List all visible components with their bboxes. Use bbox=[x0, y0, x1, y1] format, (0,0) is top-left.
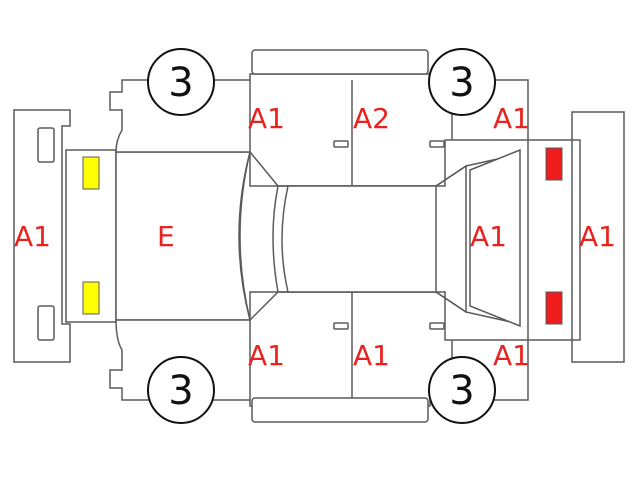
front-bumper-code: A1 bbox=[14, 220, 51, 253]
front-left-door-code: A1 bbox=[248, 102, 285, 135]
left-side-skirt bbox=[251, 49, 429, 75]
right-side-skirt bbox=[251, 397, 429, 423]
front-right-lamp bbox=[82, 281, 100, 315]
wheel-rear-right: 3 bbox=[428, 356, 496, 424]
hood-panel: E bbox=[115, 151, 251, 321]
trunk-panel: A1 bbox=[469, 148, 521, 328]
rear-right-quarter-code: A1 bbox=[493, 339, 530, 372]
rear-bumper-code: A1 bbox=[579, 220, 616, 253]
wheel-rear-left-grade: 3 bbox=[449, 60, 474, 106]
wheel-front-right: 3 bbox=[147, 356, 215, 424]
front-right-door-code: A1 bbox=[248, 339, 285, 372]
right-side-body: A1 A1 A1 bbox=[109, 291, 530, 407]
rear-left-door-code: A2 bbox=[353, 102, 390, 135]
front-left-lamp bbox=[82, 156, 100, 190]
rear-left-lamp bbox=[545, 147, 563, 181]
wheel-rear-right-grade: 3 bbox=[449, 368, 474, 414]
front-bumper: A1 bbox=[13, 109, 71, 363]
rear-right-lamp bbox=[545, 291, 563, 325]
hood-code: E bbox=[157, 220, 175, 253]
rear-right-door-code: A1 bbox=[353, 339, 390, 372]
rear-bumper: A1 bbox=[571, 111, 625, 363]
wheel-front-left: 3 bbox=[147, 48, 215, 116]
wheel-front-right-grade: 3 bbox=[168, 368, 193, 414]
trunk-code: A1 bbox=[470, 220, 507, 253]
wheel-front-left-grade: 3 bbox=[168, 60, 193, 106]
left-side-body: A1 A2 A1 bbox=[109, 73, 530, 187]
wheel-rear-left: 3 bbox=[428, 48, 496, 116]
rear-left-quarter-code: A1 bbox=[493, 102, 530, 135]
